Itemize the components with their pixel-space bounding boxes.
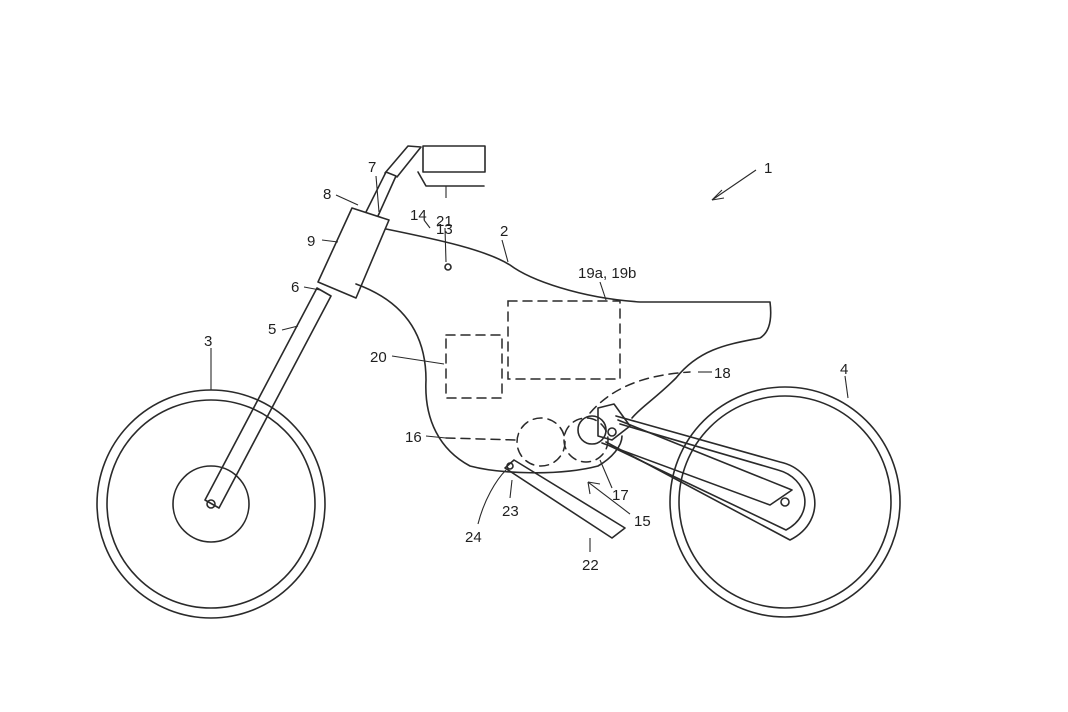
leader-23 <box>509 479 513 499</box>
leader-lines <box>210 169 849 552</box>
rear-wheel <box>669 386 901 618</box>
arrow-15 <box>587 481 601 495</box>
label-6: 6 <box>291 279 299 296</box>
dash-link-18 <box>589 371 691 414</box>
front-hub <box>172 465 250 543</box>
frame-body <box>355 228 772 474</box>
reference-labels: 1 2 3 4 5 6 7 8 9 13 14 15 16 17 18 19a,… <box>204 159 848 574</box>
display-box <box>422 145 486 173</box>
front-fork-assembly <box>204 145 486 509</box>
rear-tire-outer <box>669 386 901 618</box>
pivot-bracket <box>597 403 631 441</box>
label-17: 17 <box>612 487 629 504</box>
rear-tire-inner <box>678 395 892 609</box>
stand-pivot-23 <box>506 462 514 470</box>
drive-chain-inner <box>609 423 806 531</box>
sensor-21 <box>444 263 452 271</box>
label-1: 1 <box>764 160 772 177</box>
handlebar-stem <box>384 145 422 178</box>
label-9: 9 <box>307 233 315 250</box>
reducer-17 <box>563 417 609 463</box>
label-20: 20 <box>370 349 387 366</box>
drive-chain-outer <box>605 415 816 541</box>
battery-19a-19b <box>507 300 621 380</box>
side-stand <box>504 459 626 539</box>
leader-8 <box>335 194 359 206</box>
internal-components <box>445 300 691 467</box>
leader-2 <box>501 239 509 263</box>
leader-20 <box>391 355 445 365</box>
label-7: 7 <box>368 159 376 176</box>
label-3: 3 <box>204 333 212 350</box>
front-fork-tube <box>204 287 332 509</box>
leader-9 <box>321 239 339 243</box>
leader-17 <box>599 459 613 489</box>
swing-arm <box>601 419 793 506</box>
label-13: 13 <box>436 221 453 238</box>
steering-stem <box>365 171 397 217</box>
fork-upper-housing <box>317 207 390 299</box>
arrow-1 <box>711 189 725 201</box>
fuel-tank-seat-outline <box>385 228 772 419</box>
label-4: 4 <box>840 361 848 378</box>
front-axle <box>206 499 216 509</box>
motor-16 <box>516 417 566 467</box>
pivot-bolt <box>607 427 617 437</box>
bracket-13 <box>417 171 485 187</box>
leader-24 <box>477 469 507 525</box>
leader-1 <box>711 169 757 201</box>
label-14: 14 <box>410 207 427 224</box>
label-21: 21 <box>436 213 453 230</box>
frame-lower-outline <box>355 283 623 474</box>
label-23: 23 <box>502 503 519 520</box>
drive-sprocket <box>577 415 607 445</box>
leader-4 <box>844 375 849 399</box>
label-5: 5 <box>268 321 276 338</box>
controller-20 <box>445 334 503 399</box>
leader-21 <box>444 227 447 263</box>
label-19a-19b: 19a, 19b <box>578 265 636 282</box>
front-tire-inner <box>106 399 316 609</box>
rear-axle <box>780 497 790 507</box>
leader-14 <box>423 219 431 229</box>
label-16: 16 <box>405 429 422 446</box>
leader-6 <box>303 286 321 291</box>
drivetrain <box>577 403 816 541</box>
leader-7 <box>375 175 380 213</box>
label-24: 24 <box>465 529 482 546</box>
label-8: 8 <box>323 186 331 203</box>
label-22: 22 <box>582 557 599 574</box>
leader-15 <box>587 481 631 515</box>
leader-5 <box>281 325 299 331</box>
dash-link-16 <box>445 437 517 441</box>
leader-16 <box>425 435 447 439</box>
leader-19 <box>599 281 607 301</box>
label-18: 18 <box>714 365 731 382</box>
label-15: 15 <box>634 513 651 530</box>
label-2: 2 <box>500 223 508 240</box>
